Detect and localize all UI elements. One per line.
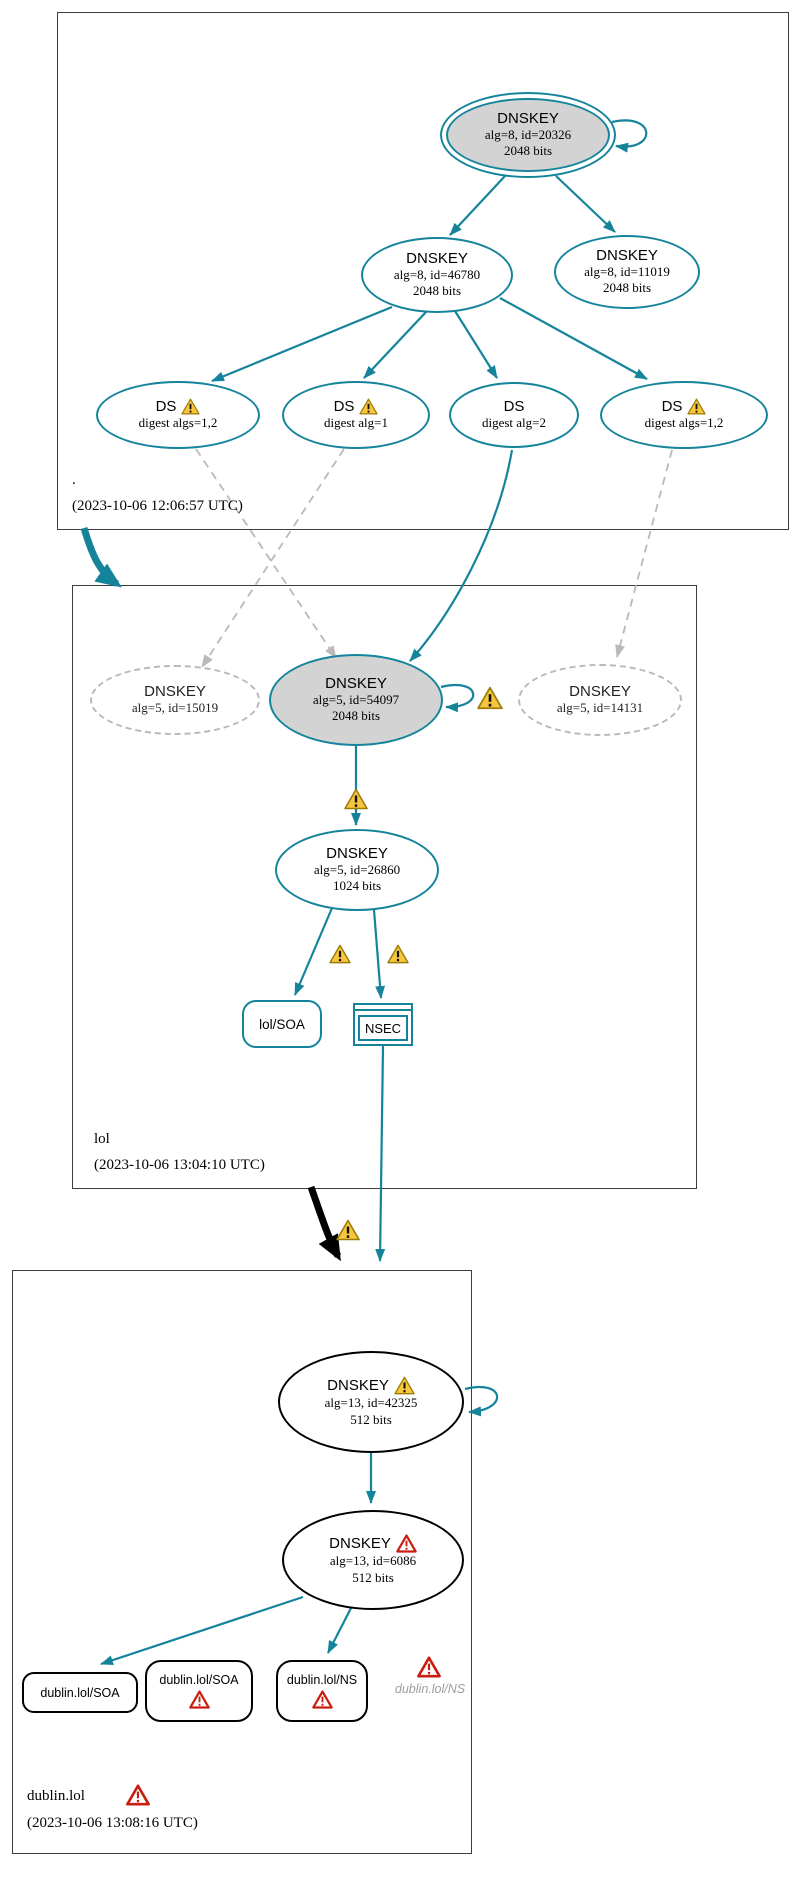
ds1-node[interactable]: DS digest algs=1,2 [96, 381, 260, 449]
node-detail: alg=8, id=46780 [393, 267, 481, 282]
node-detail: 2048 bits [602, 280, 652, 296]
node-title: DS [503, 397, 525, 415]
node-title: DNSKEY [327, 1376, 389, 1394]
node-title: DNSKEY [569, 682, 631, 700]
nsec-node[interactable]: NSEC [353, 1003, 413, 1046]
zone-label-lol: lol [94, 1131, 110, 1147]
node-detail: digest algs=1,2 [644, 415, 724, 431]
node-detail: digest algs=1,2 [138, 415, 218, 431]
node-detail: alg=13, id=6086 [329, 1553, 417, 1569]
rrset-label: dublin.lol/SOA [40, 1685, 120, 1700]
dnskey-root-11019-node[interactable]: DNSKEY alg=8, id=11019 2048 bits [554, 235, 700, 309]
nsec-band [354, 1009, 412, 1011]
node-detail: alg=8, id=20326 [484, 127, 572, 142]
dnskey-lol-zsk-node[interactable]: DNSKEY alg=5, id=26860 1024 bits [275, 829, 439, 911]
node-title: DNSKEY [325, 674, 387, 692]
dublin-ns-ghost-label: dublin.lol/NS [394, 1682, 466, 1696]
node-title: DNSKEY [406, 249, 468, 267]
rrset-label: dublin.lol/SOA [159, 1673, 239, 1687]
rrset-label: dublin.lol/NS [286, 1673, 358, 1687]
node-detail: 2048 bits [412, 283, 462, 299]
error-triangle-icon[interactable] [188, 1690, 210, 1709]
dnskey-lol-ksk-node[interactable]: DNSKEY alg=5, id=54097 2048 bits [269, 654, 443, 746]
zone-timestamp-lol: (2023-10-06 13:04:10 UTC) [94, 1157, 265, 1173]
dublin-soa-rrset-node[interactable]: dublin.lol/SOA [22, 1672, 138, 1713]
node-title: DS [661, 397, 683, 415]
node-detail: digest alg=2 [481, 415, 547, 431]
node-title: DS [333, 397, 355, 415]
edge-delegation-root-lol [80, 526, 122, 588]
error-triangle-icon[interactable] [396, 1534, 417, 1553]
node-title: DNSKEY [497, 109, 559, 127]
warning-triangle-icon[interactable] [344, 788, 368, 810]
dnskey-dublin-zsk-node[interactable]: DNSKEY alg=13, id=6086 512 bits [282, 1510, 464, 1610]
zone-timestamp-dublin: (2023-10-06 13:08:16 UTC) [27, 1815, 198, 1831]
ds2-node[interactable]: DS digest alg=1 [282, 381, 430, 449]
error-triangle-icon[interactable] [311, 1690, 333, 1709]
ds4-node[interactable]: DS digest algs=1,2 [600, 381, 768, 449]
node-detail: 512 bits [350, 1411, 392, 1427]
node-title: DNSKEY [326, 844, 388, 862]
lol-soa-rrset-node[interactable]: lol/SOA [242, 1000, 322, 1048]
node-detail: digest alg=1 [323, 415, 389, 431]
ds3-node[interactable]: DS digest alg=2 [449, 382, 579, 448]
dnskey-root-ksk-node[interactable]: DNSKEY alg=8, id=20326 2048 bits [440, 92, 616, 178]
node-detail: 512 bits [352, 1569, 394, 1585]
warning-triangle-icon[interactable] [394, 1376, 415, 1395]
zone-label-dublin: dublin.lol [27, 1788, 85, 1804]
dublin-soa-error-rrset-node[interactable]: dublin.lol/SOA [145, 1660, 253, 1722]
zone-timestamp-root: (2023-10-06 12:06:57 UTC) [72, 498, 243, 514]
rrset-label: NSEC [364, 1020, 402, 1036]
zone-label-root: . [72, 472, 76, 488]
node-detail: alg=5, id=14131 [556, 700, 644, 716]
node-detail: 2048 bits [331, 708, 381, 724]
warning-triangle-icon[interactable] [181, 398, 201, 415]
dnskey-ghost-14131-node[interactable]: DNSKEY alg=5, id=14131 [518, 664, 682, 736]
node-title: DNSKEY [329, 1534, 391, 1552]
node-title: DS [155, 397, 177, 415]
dublin-ns-rrset-node[interactable]: dublin.lol/NS [276, 1660, 368, 1722]
node-title: DNSKEY [596, 246, 658, 264]
zone-box-dublin-lol [12, 1270, 472, 1854]
warning-triangle-icon[interactable] [387, 944, 409, 964]
node-title: DNSKEY [144, 682, 206, 700]
node-detail: alg=8, id=11019 [584, 264, 670, 279]
node-detail: alg=5, id=15019 [131, 700, 219, 716]
rrset-label: lol/SOA [259, 1016, 305, 1032]
warning-triangle-icon[interactable] [329, 944, 351, 964]
dnskey-root-zsk-node[interactable]: DNSKEY alg=8, id=46780 2048 bits [361, 237, 513, 313]
node-detail: 2048 bits [503, 143, 553, 159]
node-detail: alg=5, id=54097 [312, 692, 400, 707]
error-triangle-icon[interactable] [126, 1784, 150, 1806]
warning-triangle-icon[interactable] [477, 686, 503, 710]
warning-triangle-icon[interactable] [359, 398, 379, 415]
node-detail: alg=5, id=26860 [313, 862, 401, 877]
zone-box-lol [72, 585, 697, 1189]
warning-triangle-icon[interactable] [687, 398, 707, 415]
edge-delegation-lol-dublin [307, 1185, 342, 1262]
node-detail: 1024 bits [332, 878, 382, 894]
error-triangle-icon[interactable] [417, 1656, 441, 1678]
warning-triangle-icon[interactable] [336, 1219, 360, 1241]
dnskey-dublin-ksk-node[interactable]: DNSKEY alg=13, id=42325 512 bits [278, 1351, 464, 1453]
dnskey-ghost-15019-node[interactable]: DNSKEY alg=5, id=15019 [90, 665, 260, 735]
dnskey-root-ksk-inner: DNSKEY alg=8, id=20326 2048 bits [446, 98, 610, 172]
node-detail: alg=13, id=42325 [324, 1395, 418, 1411]
